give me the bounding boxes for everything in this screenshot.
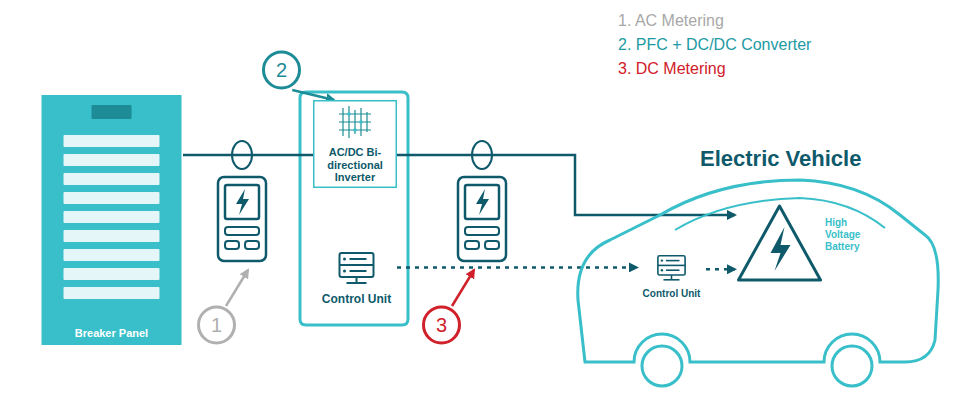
node-text: Control Unit bbox=[637, 288, 706, 299]
vehicle-control-unit: Control Unit bbox=[637, 253, 706, 301]
node-text: 2 bbox=[260, 58, 303, 82]
node-text: High Voltage Battery bbox=[825, 217, 875, 253]
connector bbox=[397, 266, 637, 269]
node-text: Control Unit bbox=[316, 292, 397, 306]
legend-label: 2. PFC + DC/DC Converter bbox=[618, 36, 811, 54]
breaker-panel-shape bbox=[40, 95, 183, 345]
node-text: 3 bbox=[420, 313, 463, 337]
control-unit: Control Unit bbox=[316, 250, 397, 308]
node-text: Breaker Panel bbox=[40, 327, 183, 339]
battery: High Voltage Battery bbox=[735, 203, 878, 283]
connector bbox=[292, 90, 334, 100]
node-text: AC/DC Bi-directional Inverter bbox=[315, 146, 395, 184]
dc-meter bbox=[458, 177, 506, 261]
vehicle-outline: Electric VehicleHigh Voltage BatteryCont… bbox=[565, 140, 943, 390]
inverter-box: AC/DC Bi-directional Inverter bbox=[313, 100, 397, 188]
legend-label: 3. DC Metering bbox=[618, 60, 726, 78]
leader-line bbox=[452, 270, 474, 306]
callout-number: 1 bbox=[195, 305, 238, 345]
callout-number: 2 bbox=[260, 50, 303, 90]
legend-label: 1. AC Metering bbox=[618, 12, 724, 30]
connector bbox=[706, 268, 735, 271]
charger-housing bbox=[300, 92, 408, 325]
callout-number: 3 bbox=[420, 305, 463, 345]
ac-meter bbox=[218, 177, 266, 261]
node-text: Electric Vehicle bbox=[700, 146, 861, 172]
connector bbox=[183, 154, 313, 157]
node-text: 1 bbox=[195, 313, 238, 337]
connector bbox=[397, 155, 735, 215]
leader-line bbox=[226, 270, 248, 306]
breaker-panel: Breaker Panel bbox=[40, 95, 183, 345]
